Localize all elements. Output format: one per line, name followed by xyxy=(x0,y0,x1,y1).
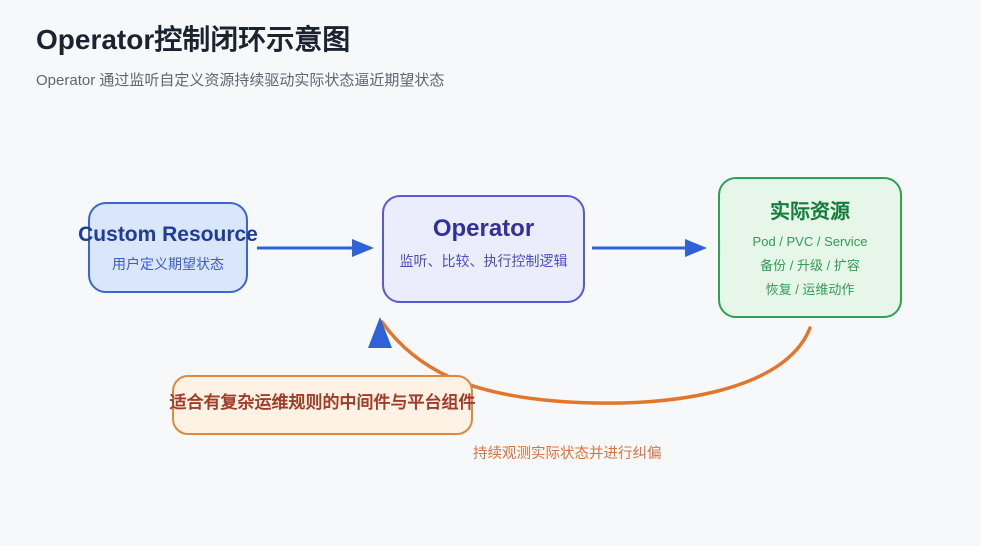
note-text: 适合有复杂运维规则的中间件与平台组件 xyxy=(169,393,476,412)
page-subtitle: Operator 通过监听自定义资源持续驱动实际状态逼近期望状态 xyxy=(36,72,445,89)
custom-resource-title: Custom Resource xyxy=(78,222,258,246)
arrow-cr-to-operator-head xyxy=(352,239,374,257)
actual-resources-title: 实际资源 xyxy=(770,200,850,223)
feedback-edge-label: 持续观测实际状态并进行纠偏 xyxy=(473,446,662,462)
feedback-curve-edge xyxy=(380,320,812,405)
node-note-callout: 适合有复杂运维规则的中间件与平台组件 xyxy=(169,375,476,435)
actual-resources-line: 恢复 / 运维动作 xyxy=(765,281,855,297)
actual-resources-line: 备份 / 升级 / 扩容 xyxy=(760,257,860,273)
actual-resources-line: Pod / PVC / Service xyxy=(752,233,868,249)
node-operator: Operator 监听、比较、执行控制逻辑 xyxy=(382,195,585,303)
arrow-operator-to-actual-head xyxy=(685,239,707,257)
custom-resource-desc: 用户定义期望状态 xyxy=(112,255,224,272)
operator-title: Operator xyxy=(432,214,535,242)
page-title: Operator控制闭环示意图 xyxy=(36,24,351,55)
node-custom-resource: Custom Resource 用户定义期望状态 xyxy=(78,202,258,293)
operator-desc: 监听、比较、执行控制逻辑 xyxy=(399,252,568,269)
feedback-arrowhead xyxy=(368,317,392,348)
node-actual-resources: 实际资源 Pod / PVC / Service 备份 / 升级 / 扩容 恢复… xyxy=(718,177,902,318)
